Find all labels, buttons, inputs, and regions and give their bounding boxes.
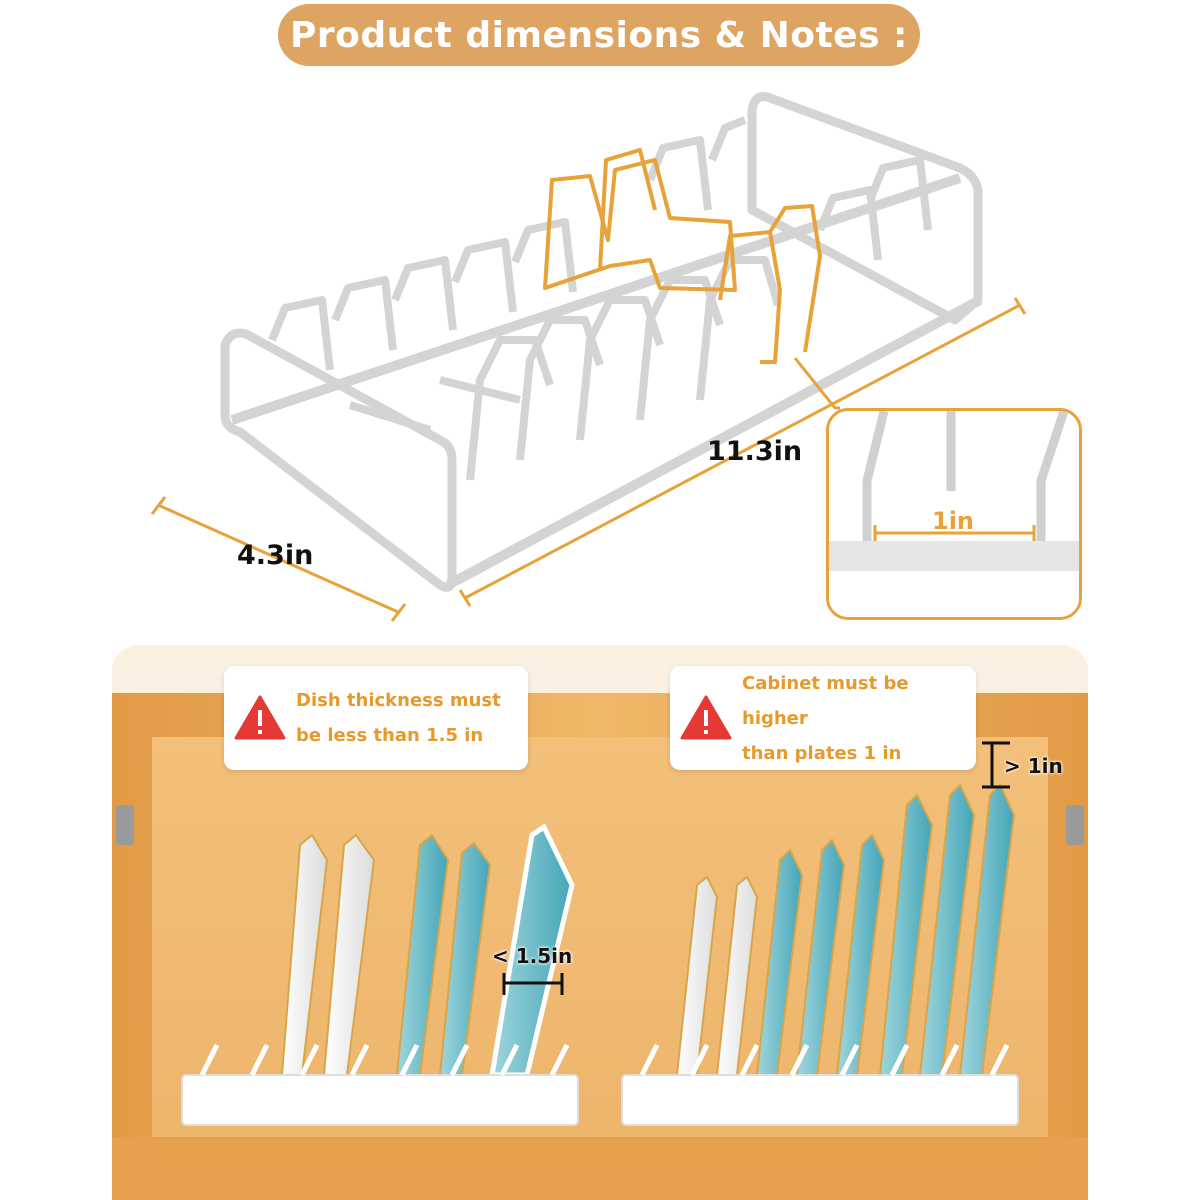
clearance-measure-label: > 1in	[1004, 754, 1063, 778]
warning-icon	[680, 695, 732, 740]
note-card-cabinet-height: Cabinet must be higher than plates 1 in	[670, 666, 976, 770]
length-dimension-label: 11.3in	[707, 436, 803, 467]
cabinet-illustration	[112, 693, 1088, 1200]
note-line-1: Cabinet must be higher	[742, 672, 909, 729]
note-line-2: be less than 1.5 in	[296, 725, 484, 746]
page-title: Product dimensions & Notes :	[278, 4, 920, 66]
width-dimension-label: 4.3in	[237, 540, 314, 571]
dish-thickness-measure-label: < 1.5in	[492, 944, 573, 968]
cabinet-scene	[112, 645, 1088, 1200]
slot-gap-label: 1in	[932, 507, 975, 535]
note-line-1: Dish thickness must	[296, 690, 501, 711]
warning-icon	[234, 695, 286, 740]
note-card-dish-thickness: Dish thickness must be less than 1.5 in	[224, 666, 528, 770]
note-line-2: than plates 1 in	[742, 742, 902, 764]
slot-gap-detail: 1in	[826, 408, 1082, 620]
dish-rack-illustration	[150, 92, 1027, 622]
